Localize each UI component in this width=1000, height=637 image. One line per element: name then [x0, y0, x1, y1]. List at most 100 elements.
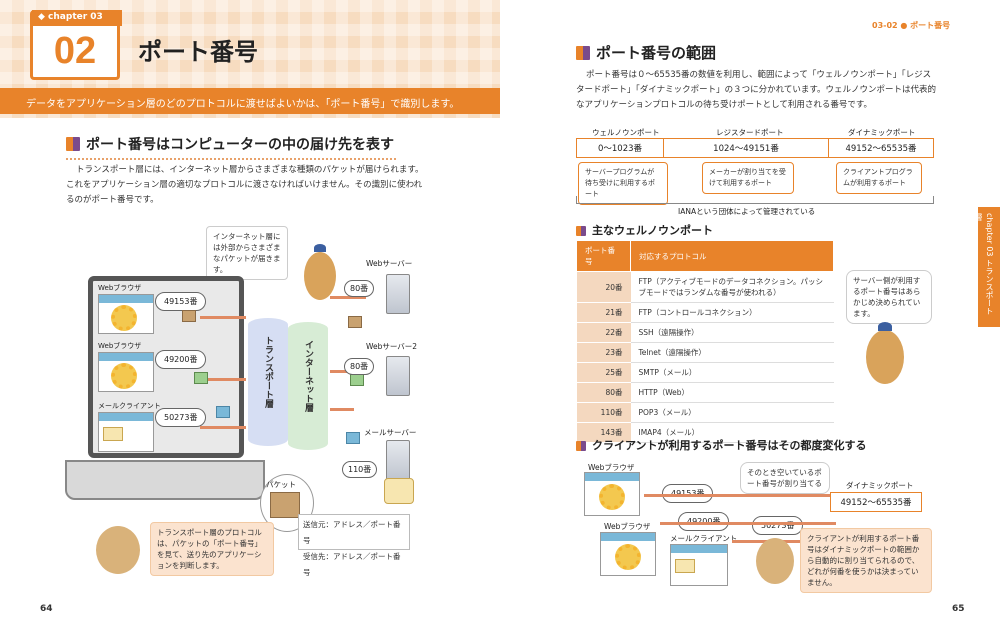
mail-envelope-icon	[384, 478, 414, 504]
window-label: メールクライアント	[98, 402, 161, 410]
range-name: レジスタードポート	[716, 128, 784, 137]
internet-layer-label: インターネット層	[303, 340, 313, 412]
client-window	[600, 532, 656, 576]
range-name: ダイナミックポート	[848, 128, 916, 137]
arrow	[732, 540, 842, 543]
subsection-heading-text: クライアントが利用するポート番号はその都度変化する	[592, 439, 867, 452]
body-line: なアプリケーションプロトコルの待ち受けポートとして利用される番号です。	[576, 100, 872, 110]
port-number-cell: 21番	[576, 302, 631, 323]
body-line: るのがポート番号です。	[66, 195, 159, 205]
right-page: 03-02 ● ポート番号 ポート番号の範囲 ポート番号は０～65535番の数値…	[500, 0, 1000, 637]
envelope-icon	[675, 559, 695, 573]
port-number-cell: 110番	[576, 402, 631, 423]
page-number: 64	[40, 604, 53, 614]
range-note: メーカーが割り当てを受けて利用するポート	[702, 162, 794, 194]
packet-destination: 受信先：アドレス／ポート番号	[303, 552, 401, 577]
body-paragraph: ポート番号は０～65535番の数値を利用し、範囲によって「ウェルノウンポート」「…	[576, 68, 956, 113]
arrow	[644, 494, 834, 497]
port-number-cell: 143番	[576, 422, 631, 443]
running-head: 03-02 ● ポート番号	[872, 21, 951, 30]
packet-icon	[194, 372, 208, 384]
port-pill: 50273番	[155, 408, 207, 427]
chapter-tab: ◆ chapter 03	[32, 10, 122, 26]
client-label: Webブラウザ	[604, 522, 651, 531]
dynamic-label: ダイナミックポート	[846, 481, 914, 490]
packet-icon	[348, 316, 362, 328]
window-browser-2-frame	[98, 352, 154, 392]
server-port-pill: 110番	[342, 461, 378, 478]
server-label: メールサーバー	[364, 428, 417, 437]
protocol-cell: FTP（コントロールコネクション）	[630, 302, 834, 323]
arrow	[330, 296, 366, 299]
section-mark-icon	[576, 226, 586, 236]
dynamic-range-box: 49152～65535番	[830, 492, 922, 512]
section-heading-text: ポート番号の範囲	[596, 44, 717, 62]
window-browser-1-frame	[98, 294, 154, 334]
window-label: Webブラウザ	[98, 284, 142, 292]
section-mark-icon	[576, 46, 590, 60]
port-pill: 49153番	[155, 292, 207, 311]
transport-layer-label: トランスポート層	[263, 336, 273, 408]
table-header: ポート番号	[576, 240, 631, 272]
client-label: メールクライアント	[670, 534, 738, 543]
protocol-cell: IMAP4（メール）	[630, 422, 834, 443]
packet-icon	[346, 432, 360, 444]
bracket-line	[576, 196, 934, 204]
protocol-cell: POP3（メール）	[630, 402, 834, 423]
dog-hat-icon	[878, 322, 892, 331]
lead-text: データをアプリケーション層のどのプロトコルに渡せばよいかは、「ポート番号」で識別…	[0, 88, 500, 114]
port-pill: 49200番	[155, 350, 207, 369]
range-note: サーバープログラムが待ち受けに利用するポート	[578, 162, 668, 205]
page-number: 65	[952, 604, 965, 614]
arrow	[330, 408, 354, 411]
port-number-cell: 23番	[576, 342, 631, 363]
arrow	[200, 378, 246, 381]
body-line: ポート番号は０～65535番の数値を利用し、範囲によって「ウェルノウンポート」「…	[586, 70, 932, 80]
callout-internet-layer: インターネット層には外部からさまざまなパケットが届きます。	[206, 226, 288, 280]
sun-icon	[615, 544, 641, 570]
port-number-cell: 25番	[576, 362, 631, 383]
mascot-bottom	[96, 526, 140, 574]
internet-layer: インターネット層	[288, 322, 328, 450]
range-box: 49152～65535番	[828, 138, 934, 158]
server-port-pill: 80番	[344, 358, 375, 375]
section-mark-icon	[66, 137, 80, 151]
window-label: Webブラウザ	[98, 342, 142, 350]
sun-icon	[111, 363, 137, 389]
packet-icon	[182, 310, 196, 322]
window-browser-1: Webブラウザ	[98, 283, 141, 293]
range-note: クライアントプログラムが利用するポート	[836, 162, 922, 194]
body-line: トランスポート層には、インターネット層からさまざまな種類のパケットが届けられます…	[76, 165, 424, 175]
dog-mascot	[304, 252, 336, 300]
client-window	[584, 472, 640, 516]
packet-source: 送信元：アドレス／ポート番号	[303, 520, 401, 545]
port-number-cell: 20番	[576, 271, 631, 303]
table-header: 対応するプロトコル	[630, 240, 834, 272]
range-box: 1024～49151番	[664, 138, 828, 158]
callout-transport-layer: トランスポート層のプロトコルは、パケットの「ポート番号」を見て、送り先のアプリケ…	[150, 522, 274, 576]
server-icon	[386, 274, 410, 314]
arrow	[200, 426, 246, 429]
chapter-side-tab: chapter 03 トランスポート層	[974, 207, 1000, 327]
window-browser-2: Webブラウザ	[98, 341, 141, 351]
protocol-cell: SSH（遠隔操作）	[630, 322, 834, 343]
dog-hat-icon	[314, 244, 326, 252]
chapter-number: 02	[53, 30, 97, 72]
left-page: ◆ chapter 03 02 ポート番号 データをアプリケーション層のどのプロ…	[0, 0, 500, 614]
arrow	[200, 316, 246, 319]
packet-icon	[216, 406, 230, 418]
port-pill: 49153番	[662, 484, 714, 503]
dog-callout: サーバー側が利用するポート番号はあらかじめ決められています。	[846, 270, 932, 324]
port-number-cell: 80番	[576, 382, 631, 403]
range-name: ウェルノウンポート	[592, 128, 660, 137]
protocol-cell: SMTP（メール）	[630, 362, 834, 383]
laptop-base	[65, 460, 265, 500]
